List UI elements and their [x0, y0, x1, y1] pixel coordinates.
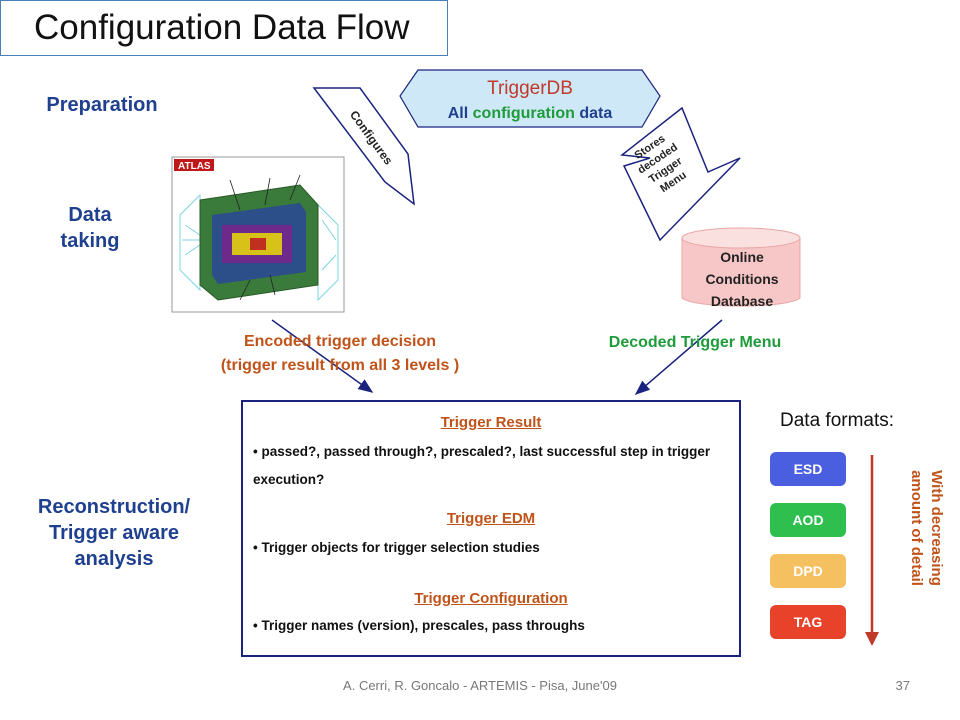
encoded-arrow	[271, 319, 374, 393]
encoded-line-2: (trigger result from all 3 levels )	[220, 357, 460, 374]
phase-data-taking-line-1: Data	[68, 204, 112, 226]
format-tag: TAG	[770, 605, 846, 639]
phase-preparation: Preparation	[46, 94, 158, 116]
triggerdb-sub-word-1: All	[447, 105, 469, 122]
online-db-cylinder	[681, 227, 801, 307]
triggerdb-shape	[399, 69, 661, 128]
decoded-menu-label: Decoded Trigger Menu	[608, 334, 782, 351]
data-formats-title: Data formats:	[780, 410, 895, 431]
triggerdb-title: TriggerDB	[487, 78, 573, 99]
section-bullet-trigger-configuration: • Trigger names (version), prescales, pa…	[253, 618, 585, 633]
detail-line-1: With decreasing	[928, 470, 945, 586]
online-db-line-2: Conditions	[705, 271, 779, 287]
triggerdb-subtitle: All configuration data	[400, 105, 660, 123]
phase-reconstruction-line-1: Reconstruction/	[37, 496, 191, 518]
title-box	[0, 0, 448, 56]
triggerdb-sub-word-2: configuration	[472, 105, 575, 122]
decoded-arrow	[634, 319, 723, 395]
online-db-line-1: Online	[720, 249, 764, 265]
encoded-line-1: Encoded trigger decision	[243, 333, 437, 350]
atlas-logo-text: ATLAS	[178, 161, 211, 172]
section-title-trigger-result: Trigger Result	[440, 414, 542, 431]
section-bullet-trigger-edm: • Trigger objects for trigger selection …	[253, 540, 540, 555]
phase-data-taking-line-2: taking	[60, 230, 120, 252]
online-db-line-3: Database	[710, 293, 774, 309]
detail-arrowhead	[865, 632, 879, 646]
triggerdb-sub-word-3: data	[579, 105, 613, 122]
section-title-trigger-edm: Trigger EDM	[446, 510, 536, 527]
phase-reconstruction-line-3: analysis	[74, 548, 154, 570]
footer: A. Cerri, R. Goncalo - ARTEMIS - Pisa, J…	[343, 678, 617, 693]
section-bullet-trigger-result: • passed?, passed through?, prescaled?, …	[253, 444, 711, 487]
phase-reconstruction: Reconstruction/ Trigger aware analysis	[14, 494, 214, 572]
trigger-info-box: Trigger Result • passed?, passed through…	[241, 400, 741, 657]
phase-reconstruction-line-2: Trigger aware	[48, 522, 180, 544]
encoded-decision-label: Encoded trigger decision (trigger result…	[180, 330, 500, 378]
detail-line-2: amount of detail	[908, 470, 925, 586]
stores-arrow	[620, 106, 741, 242]
format-dpd: DPD	[770, 554, 846, 588]
format-aod: AOD	[770, 503, 846, 537]
detail-label: With decreasing amount of detail	[908, 470, 945, 586]
online-db-label: Online Conditions Database	[684, 246, 800, 312]
configures-arrow	[312, 87, 415, 206]
page-number: 37	[895, 678, 910, 693]
page-title: Configuration Data Flow	[34, 8, 410, 47]
atlas-detector-image: ATLAS	[171, 156, 345, 313]
phase-data-taking: Data taking	[40, 202, 140, 254]
section-title-trigger-configuration: Trigger Configuration	[414, 590, 568, 607]
format-esd: ESD	[770, 452, 846, 486]
